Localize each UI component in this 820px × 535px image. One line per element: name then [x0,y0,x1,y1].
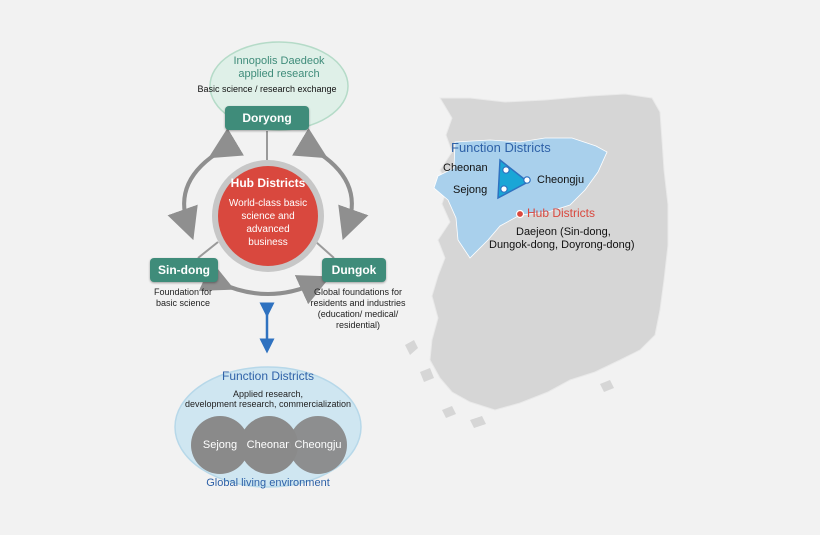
map-daejeon-1: Daejeon (Sin-dong, [516,226,611,238]
connector-dungok [315,241,335,259]
arrow-bottom [198,261,331,305]
island [420,368,434,382]
map-label-cheonan: Cheonan [443,162,488,174]
city-circle-cheongju: Cheongju [289,416,347,474]
cheongju-marker [523,176,531,184]
island [442,406,456,418]
dungok-desc-4: residential) [335,320,381,330]
arrow-right [292,128,369,241]
function-panel-footer: Global living environment [206,477,330,489]
city-circle-sejong: Sejong [191,416,249,474]
node-sindong: Sin-dong [150,258,218,282]
node-dungok: Dungok [322,258,386,282]
hub-desc-2: science and [241,211,295,222]
map-label-sejong: Sejong [453,184,488,196]
korea-map [405,93,669,428]
dungok-desc-1: Global foundations for [313,287,403,297]
innopolis-subtitle: Basic science / research exchange [197,84,337,94]
arrow-left [167,128,244,241]
function-region [433,137,608,259]
function-panel-desc-2: development research, commercialization [184,399,352,409]
sindong-desc-2: basic science [155,298,211,308]
innopolis-title-1: Innopolis Daedeok [233,55,325,67]
sejong-marker [500,185,508,193]
daejeon-marker [515,209,525,219]
map-daejeon-2: Dungok-dong, Doyrong-dong) [489,239,635,251]
hub-desc-4: business [248,237,288,248]
hub-title: Hub Districts [230,176,306,190]
innopolis-title-2: applied research [238,68,320,80]
map-function-title: Function Districts [451,140,551,155]
function-panel-desc-1: Applied research, [232,389,304,399]
function-panel-title: Function Districts [221,369,315,383]
cheonan-marker [502,166,510,174]
island [405,340,418,355]
city-circle-cheonan: Cheonan [240,416,298,474]
map-label-cheongju: Cheongju [537,174,585,186]
hub-desc-3: advanced [246,224,290,235]
hub-desc-1: World-class basic [228,198,308,209]
map-hub-title: Hub Districts [527,206,596,220]
island [470,416,486,428]
dungok-desc-3: (education/ medical/ [317,309,399,319]
connector-sindong [197,241,219,259]
dungok-desc-2: residents and industries [310,298,406,308]
sindong-desc-1: Foundation for [153,287,213,297]
island [600,380,614,392]
node-doryong: Doryong [225,106,309,130]
